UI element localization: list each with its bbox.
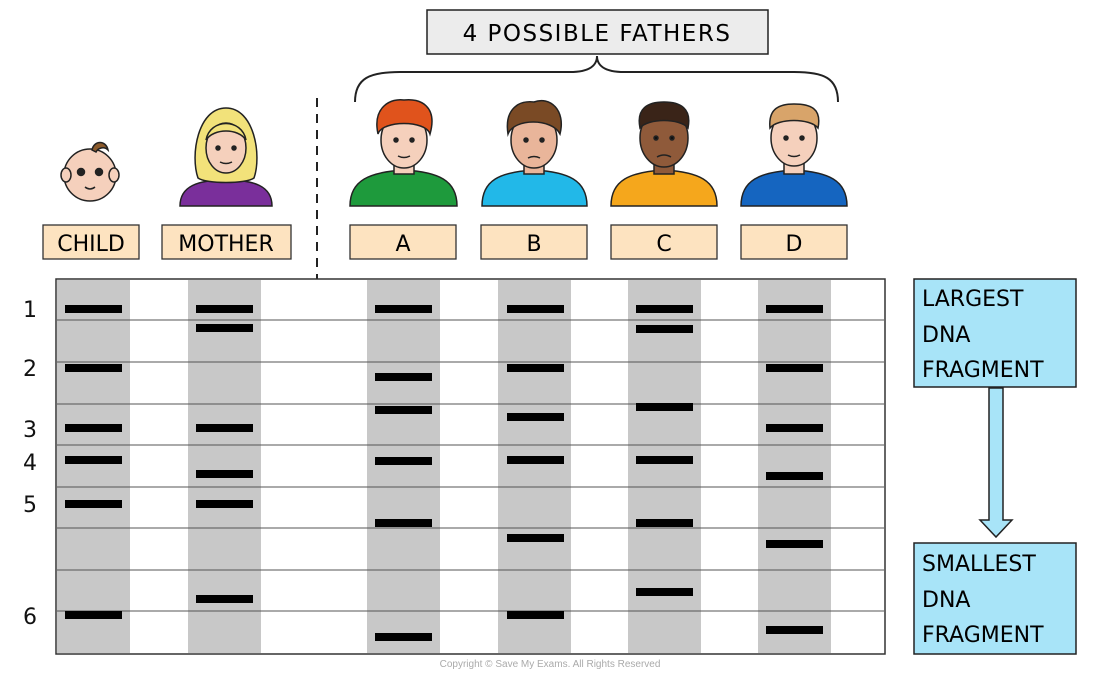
largest-fragment-box: LARGEST DNA FRAGMENT xyxy=(913,278,1077,388)
band xyxy=(65,424,122,432)
band xyxy=(766,364,823,372)
row-labels: 1 2 3 4 5 6 xyxy=(23,298,37,630)
band xyxy=(375,305,432,313)
band xyxy=(766,424,823,432)
band xyxy=(507,364,564,372)
dna-bands xyxy=(65,305,823,641)
smallest-fragment-box: SMALLEST DNA FRAGMENT xyxy=(913,542,1077,655)
lane-mother xyxy=(188,280,261,653)
band xyxy=(196,595,253,603)
band xyxy=(636,588,693,596)
band xyxy=(507,611,564,619)
label-d: D xyxy=(786,232,803,257)
gel-lanes xyxy=(57,280,831,653)
band xyxy=(196,424,253,432)
band xyxy=(65,456,122,464)
band xyxy=(636,305,693,313)
band xyxy=(375,519,432,527)
father-d-illustration xyxy=(740,103,848,207)
band xyxy=(375,406,432,414)
father-c-illustration xyxy=(610,101,718,207)
row-label: 1 xyxy=(23,298,37,323)
father-a-illustration xyxy=(349,98,458,207)
band xyxy=(766,305,823,313)
band xyxy=(375,633,432,641)
band xyxy=(196,305,253,313)
band xyxy=(196,500,253,508)
band xyxy=(636,403,693,411)
label-child: CHILD xyxy=(57,232,125,257)
smallest-line-1: SMALLEST xyxy=(922,552,1036,577)
band xyxy=(65,364,122,372)
smallest-line-2: DNA xyxy=(922,588,970,613)
fathers-brace xyxy=(354,55,839,103)
row-label: 4 xyxy=(23,451,37,476)
father-b-illustration xyxy=(481,99,588,207)
child-illustration xyxy=(60,141,120,202)
lane-d xyxy=(758,280,831,653)
lane-child xyxy=(57,280,130,653)
band xyxy=(507,413,564,421)
band xyxy=(65,305,122,313)
band xyxy=(196,324,253,332)
band xyxy=(375,457,432,465)
band xyxy=(507,534,564,542)
mother-illustration xyxy=(179,107,273,207)
band xyxy=(65,611,122,619)
largest-line-2: DNA xyxy=(922,323,970,348)
gel-row-lines xyxy=(57,319,884,612)
smallest-line-3: FRAGMENT xyxy=(922,623,1044,648)
band xyxy=(375,373,432,381)
label-boxes: CHILD MOTHER A B C D xyxy=(42,224,848,260)
band xyxy=(636,519,693,527)
lane-a xyxy=(367,280,440,653)
row-label: 2 xyxy=(23,357,37,382)
lane-c xyxy=(628,280,701,653)
band xyxy=(766,540,823,548)
size-arrow xyxy=(978,387,1014,539)
label-c: C xyxy=(656,232,671,257)
band xyxy=(507,305,564,313)
band xyxy=(65,500,122,508)
row-label: 6 xyxy=(23,605,37,630)
largest-line-1: LARGEST xyxy=(922,287,1024,312)
band xyxy=(766,626,823,634)
row-label: 3 xyxy=(23,418,37,443)
copyright-text: Copyright © Save My Exams. All Rights Re… xyxy=(440,659,661,670)
band xyxy=(196,470,253,478)
largest-line-3: FRAGMENT xyxy=(922,358,1044,383)
band xyxy=(636,456,693,464)
label-a: A xyxy=(395,232,410,257)
title-box: 4 POSSIBLE FATHERS xyxy=(426,9,769,55)
title: 4 POSSIBLE FATHERS xyxy=(463,21,732,47)
label-mother: MOTHER xyxy=(178,232,273,257)
label-b: B xyxy=(526,232,541,257)
band xyxy=(636,325,693,333)
band xyxy=(507,456,564,464)
lane-b xyxy=(498,280,571,653)
row-label: 5 xyxy=(23,493,37,518)
band xyxy=(766,472,823,480)
